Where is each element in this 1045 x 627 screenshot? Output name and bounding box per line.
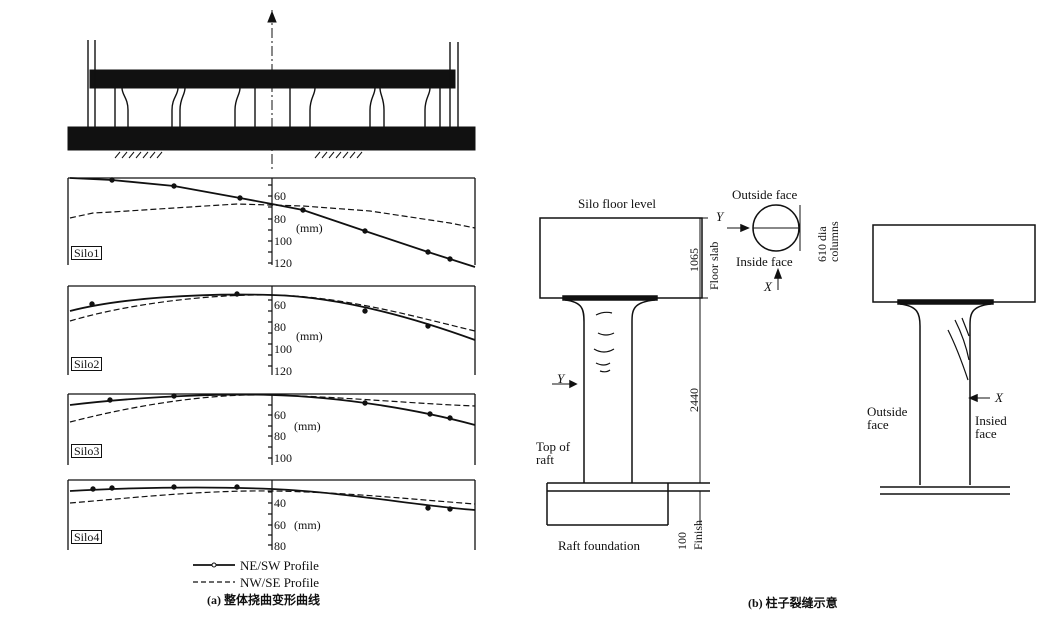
- silo2-tick: 60: [274, 298, 286, 312]
- legend-ne-sw: NE/SW Profile: [240, 558, 319, 573]
- silo3-unit: (mm): [294, 419, 321, 433]
- silo-elevation: [67, 10, 476, 172]
- finish-label: Finish: [691, 519, 705, 550]
- silo4-tick: 60: [274, 518, 286, 532]
- silo2-tick: 120: [274, 364, 292, 378]
- column-section-right: [872, 224, 1036, 495]
- silo3-tick: 80: [274, 429, 286, 443]
- right-inside-face-label: Insied face: [975, 413, 1007, 441]
- silo2-unit: (mm): [296, 329, 323, 343]
- silo1-unit: (mm): [296, 221, 323, 235]
- x-axis-label: X: [764, 279, 772, 294]
- silo-floor-level-label: Silo floor level: [578, 196, 656, 211]
- silo4-plot: [67, 479, 476, 550]
- silo3-plot: [67, 393, 476, 465]
- dim-2440: 2440: [687, 388, 701, 412]
- floor-slab-label: Floor slab: [707, 241, 721, 290]
- silo2-plot: [67, 285, 476, 375]
- silo1-label: Silo1: [71, 246, 103, 260]
- inside-face-label: Inside face: [736, 254, 793, 269]
- y-axis-label: Y: [716, 209, 724, 224]
- silo2-tick: 80: [274, 320, 286, 334]
- silo4-tick: 80: [274, 539, 286, 553]
- silo2-tick: 100: [274, 342, 292, 356]
- silo1-tick: 120: [274, 256, 292, 270]
- caption-b: (b) 柱子裂缝示意: [748, 596, 838, 610]
- silo1-tick: 80: [274, 212, 286, 226]
- silo1-tick: 60: [274, 189, 286, 203]
- dim-1065: 1065: [687, 248, 701, 272]
- dim-100: 100: [675, 532, 689, 550]
- right-x-axis-label: X: [995, 390, 1003, 405]
- silo3-tick: 100: [274, 451, 292, 465]
- silo4-tick: 40: [274, 496, 286, 510]
- silo1-plot: [67, 177, 476, 268]
- legend-lines: [193, 562, 235, 583]
- raft-foundation-label: Raft foundation: [558, 538, 640, 553]
- ne-sw-curve: [69, 177, 476, 268]
- silo1-tick: 100: [274, 234, 292, 248]
- silo3-tick: 60: [274, 408, 286, 422]
- column-section-left: [539, 204, 801, 526]
- outside-face-label: Outside face: [732, 187, 798, 202]
- top-of-raft-label: Top of raft: [536, 439, 571, 467]
- silo2-label: Silo2: [71, 357, 103, 371]
- legend-nw-se: NW/SE Profile: [240, 575, 320, 590]
- silo4-label: Silo4: [71, 530, 103, 544]
- silo3-label: Silo3: [71, 444, 103, 458]
- y-axis-label: Y: [557, 371, 565, 386]
- caption-a: (a) 整体挠曲变形曲线: [207, 593, 320, 607]
- right-outside-face-label: Outside face: [867, 404, 908, 432]
- nw-se-curve: [69, 203, 476, 229]
- silo4-unit: (mm): [294, 518, 321, 532]
- columns-dia-label: 610 dia columns: [815, 221, 841, 262]
